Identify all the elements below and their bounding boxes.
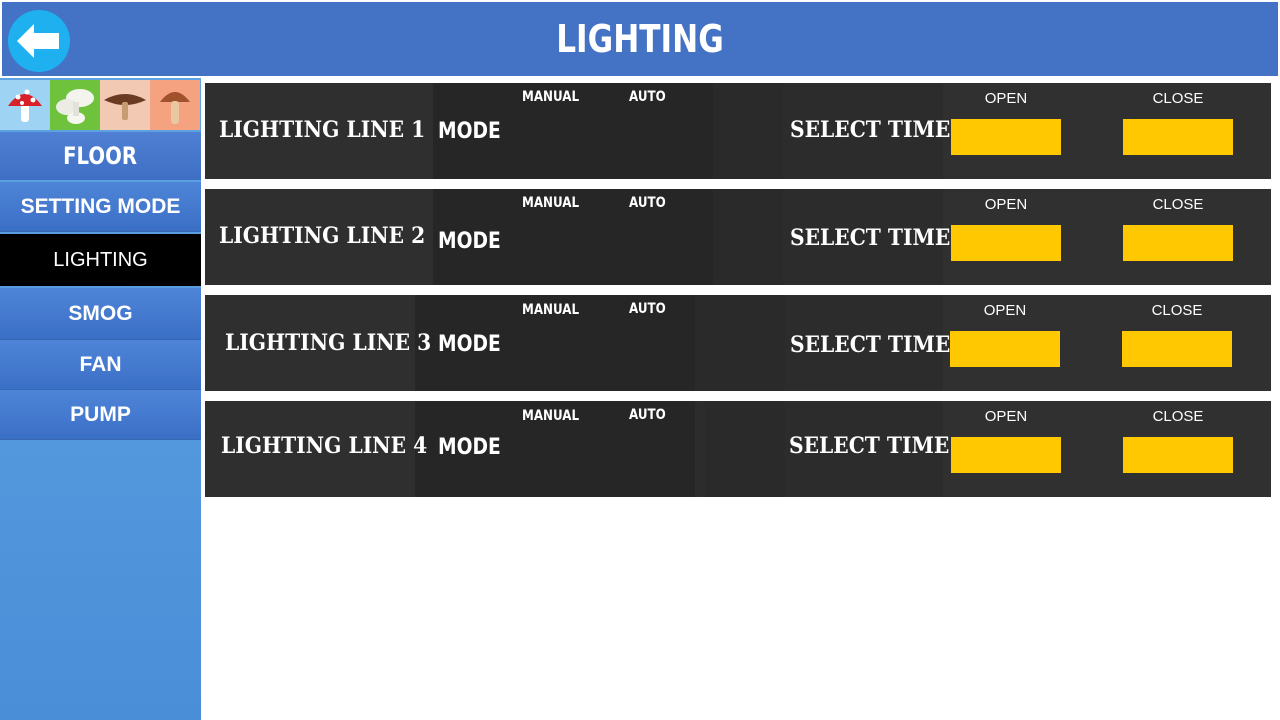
oyster-mushroom-icon[interactable] (50, 80, 100, 130)
header-bar: LIGHTING (0, 0, 1280, 78)
select-time-label: SELECT TIME (790, 225, 951, 251)
sidebar-item-setting-mode[interactable]: SETTING MODE (0, 182, 201, 232)
row-segment (205, 189, 433, 285)
row-segment (713, 83, 783, 179)
lighting-line-row: LIGHTING LINE 3 MODE MANUAL AUTO SELECT … (205, 295, 1271, 391)
open-time-header: OPEN (984, 90, 1028, 107)
close-time-input[interactable] (1123, 437, 1233, 473)
row-segment (433, 83, 713, 179)
open-time-input[interactable] (950, 331, 1060, 367)
mushroom-icon-strip (0, 80, 201, 130)
lighting-line-label: LIGHTING LINE 4 (221, 433, 428, 459)
close-time-header: CLOSE (1152, 408, 1204, 425)
lighting-line-label: LIGHTING LINE 2 (219, 223, 426, 249)
open-time-header: OPEN (984, 408, 1028, 425)
manual-option[interactable]: MANUAL (522, 195, 580, 211)
close-time-header: CLOSE (1152, 90, 1204, 107)
auto-option[interactable]: AUTO (629, 301, 666, 317)
auto-option[interactable]: AUTO (629, 89, 666, 105)
lighting-line-row: LIGHTING LINE 1 MODE MANUAL AUTO SELECT … (205, 83, 1271, 179)
lighting-line-label: LIGHTING LINE 1 (219, 117, 426, 143)
sidebar-item-pump[interactable]: PUMP (0, 390, 201, 440)
sidebar-item-smog[interactable]: SMOG (0, 288, 201, 340)
open-time-header: OPEN (983, 302, 1027, 319)
fly-agaric-mushroom-icon[interactable] (0, 80, 50, 130)
row-segment (205, 295, 415, 391)
row-segment (415, 295, 695, 391)
close-time-input[interactable] (1122, 331, 1232, 367)
close-time-input[interactable] (1123, 225, 1233, 261)
mode-label: MODE (438, 435, 501, 460)
sidebar-item-fan[interactable]: FAN (0, 340, 201, 390)
floor-label: FLOOR (0, 132, 201, 180)
shiitake-mushroom-icon[interactable] (100, 80, 150, 130)
auto-option[interactable]: AUTO (629, 407, 666, 423)
manual-option[interactable]: MANUAL (522, 408, 580, 424)
lighting-line-label: LIGHTING LINE 3 (225, 330, 432, 356)
row-segment (205, 401, 415, 497)
back-button[interactable] (8, 10, 70, 72)
auto-option[interactable]: AUTO (629, 195, 666, 211)
select-time-label: SELECT TIME (790, 117, 951, 143)
close-time-header: CLOSE (1151, 302, 1203, 319)
row-segment (205, 83, 433, 179)
open-time-input[interactable] (951, 119, 1061, 155)
select-time-label: SELECT TIME (789, 433, 950, 459)
row-segment (713, 189, 783, 285)
open-time-input[interactable] (951, 225, 1061, 261)
row-segment (433, 189, 713, 285)
lighting-line-row: LIGHTING LINE 2 MODE MANUAL AUTO SELECT … (205, 189, 1271, 285)
open-time-header: OPEN (984, 196, 1028, 213)
manual-option[interactable]: MANUAL (522, 302, 580, 318)
sidebar-item-lighting[interactable]: LIGHTING (0, 234, 201, 286)
page-title: LIGHTING (556, 17, 724, 61)
sidebar: FLOOR SETTING MODE LIGHTING SMOG FAN PUM… (0, 78, 201, 720)
manual-option[interactable]: MANUAL (522, 89, 580, 105)
open-time-input[interactable] (951, 437, 1061, 473)
row-segment (695, 295, 785, 391)
close-time-header: CLOSE (1152, 196, 1204, 213)
mode-label: MODE (438, 229, 501, 254)
row-segment (705, 401, 785, 497)
floor-label-text: FLOOR (63, 142, 138, 170)
lighting-line-row: LIGHTING LINE 4 MODE MANUAL AUTO SELECT … (205, 401, 1271, 497)
brown-mushroom-icon[interactable] (150, 80, 200, 130)
mode-label: MODE (438, 332, 501, 357)
select-time-label: SELECT TIME (790, 332, 951, 358)
close-time-input[interactable] (1123, 119, 1233, 155)
row-segment (415, 401, 695, 497)
mode-label: MODE (438, 119, 501, 144)
arrow-left-icon (17, 24, 59, 58)
